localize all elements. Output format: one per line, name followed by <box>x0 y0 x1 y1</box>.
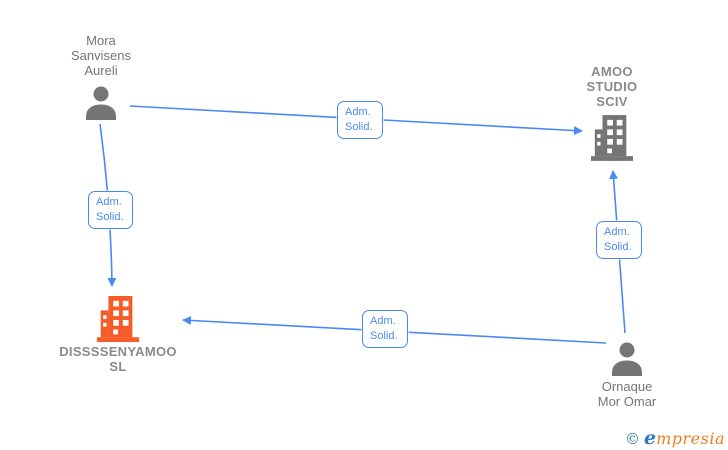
node-dissssenyamoo-sl[interactable]: DISSSSENYAMOO SL <box>38 296 198 374</box>
edge-label-adm-solid: Adm. Solid. <box>337 101 383 139</box>
building-icon <box>591 115 633 161</box>
node-label: Ornaque Mor Omar <box>597 379 657 409</box>
node-amoo-studio-sciv[interactable]: AMOO STUDIO SCIV <box>552 64 672 161</box>
person-icon <box>612 342 642 376</box>
node-label: DISSSSENYAMOO SL <box>59 344 177 374</box>
edge-label-adm-solid: Adm. Solid. <box>362 310 408 348</box>
edge-label-adm-solid: Adm. Solid. <box>596 221 642 259</box>
empresia-logo: ©empresia <box>625 427 725 449</box>
node-label: AMOO STUDIO SCIV <box>586 64 638 109</box>
person-icon <box>86 86 116 120</box>
node-label: Mora Sanvisens Aureli <box>71 33 131 78</box>
brand-name: mpresia <box>656 429 725 448</box>
edge-label-adm-solid: Adm. Solid. <box>88 191 133 229</box>
node-ornaque-mor-omar[interactable]: Ornaque Mor Omar <box>567 342 687 409</box>
node-mora-sanvisens-aureli[interactable]: Mora Sanvisens Aureli <box>41 33 161 120</box>
copyright-symbol: © <box>625 430 640 448</box>
brand-initial: e <box>644 427 657 449</box>
building-icon <box>96 296 140 342</box>
